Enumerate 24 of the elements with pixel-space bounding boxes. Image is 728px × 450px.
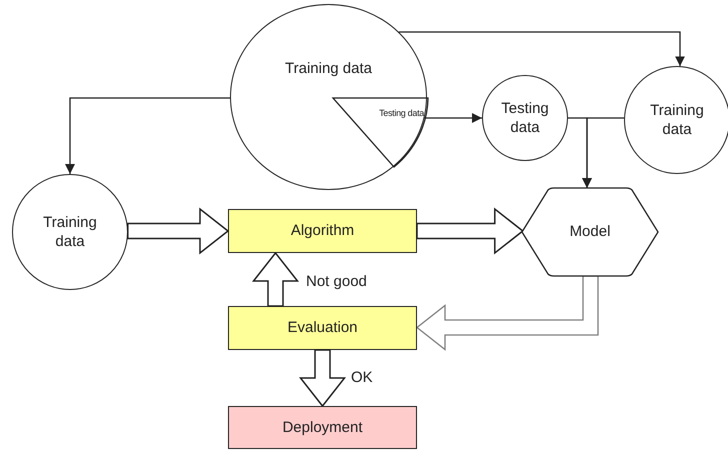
node-label: Model bbox=[570, 222, 610, 242]
arrow bbox=[424, 113, 482, 123]
block-arrow bbox=[127, 207, 230, 255]
arrow bbox=[65, 97, 230, 174]
node-label: Training data bbox=[285, 59, 372, 78]
node-label: Evaluation bbox=[287, 318, 358, 338]
block-arrow bbox=[416, 275, 599, 351]
node-label: Testing data bbox=[500, 98, 550, 138]
block-arrow bbox=[298, 349, 346, 408]
arrow bbox=[398, 31, 685, 66]
data-slice bbox=[333, 98, 428, 167]
edge-label: Not good bbox=[304, 273, 369, 290]
model-hexagon bbox=[522, 188, 658, 276]
block-arrow bbox=[416, 207, 524, 255]
process-box bbox=[228, 406, 417, 449]
node-label: Training data bbox=[649, 100, 705, 140]
node-label: Algorithm bbox=[290, 221, 354, 241]
node-label: Deployment bbox=[282, 418, 363, 438]
block-arrow bbox=[252, 252, 300, 307]
node-label: Training data bbox=[42, 212, 98, 252]
process-box bbox=[228, 306, 417, 350]
arrow bbox=[582, 117, 624, 188]
process-box bbox=[228, 209, 417, 253]
node-label: Testing data bbox=[379, 108, 424, 120]
